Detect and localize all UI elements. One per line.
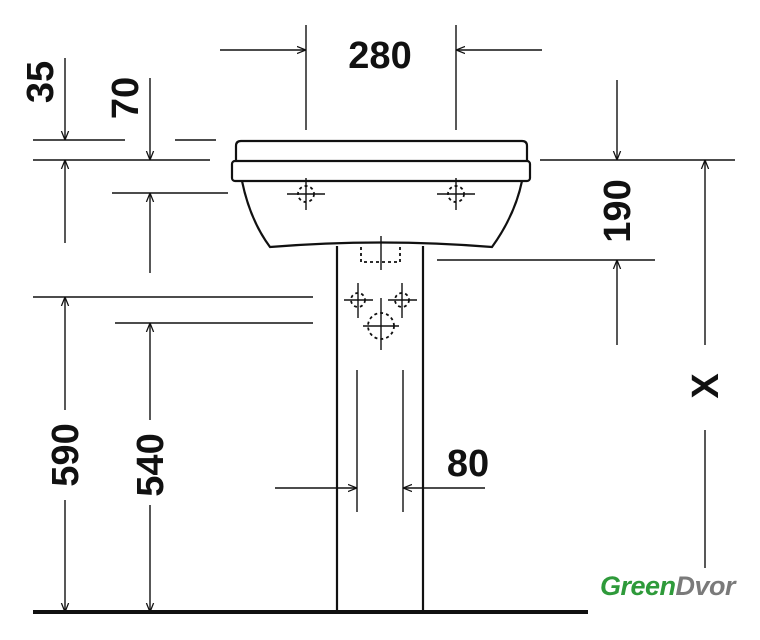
label-35: 35 (20, 61, 62, 103)
logo-dvor: Dvor (675, 571, 736, 601)
label-70: 70 (105, 77, 147, 119)
greendvor-logo: GreenDvor (600, 571, 736, 602)
dimension-540 (115, 322, 313, 612)
label-x: X (685, 373, 727, 399)
dimension-590 (33, 296, 313, 612)
tap-hole-left (287, 178, 325, 210)
logo-green: Green (600, 571, 676, 601)
label-590: 590 (45, 423, 87, 486)
pedestal (335, 236, 425, 612)
basin (230, 139, 532, 249)
label-190: 190 (597, 179, 639, 242)
dimension-190 (437, 80, 735, 345)
dimension-280 (220, 25, 542, 130)
dimension-70 (112, 78, 228, 273)
tap-hole-right (437, 178, 475, 210)
label-80: 80 (447, 443, 489, 485)
label-280: 280 (348, 35, 411, 77)
label-540: 540 (130, 433, 172, 496)
dimension-35 (33, 58, 210, 243)
